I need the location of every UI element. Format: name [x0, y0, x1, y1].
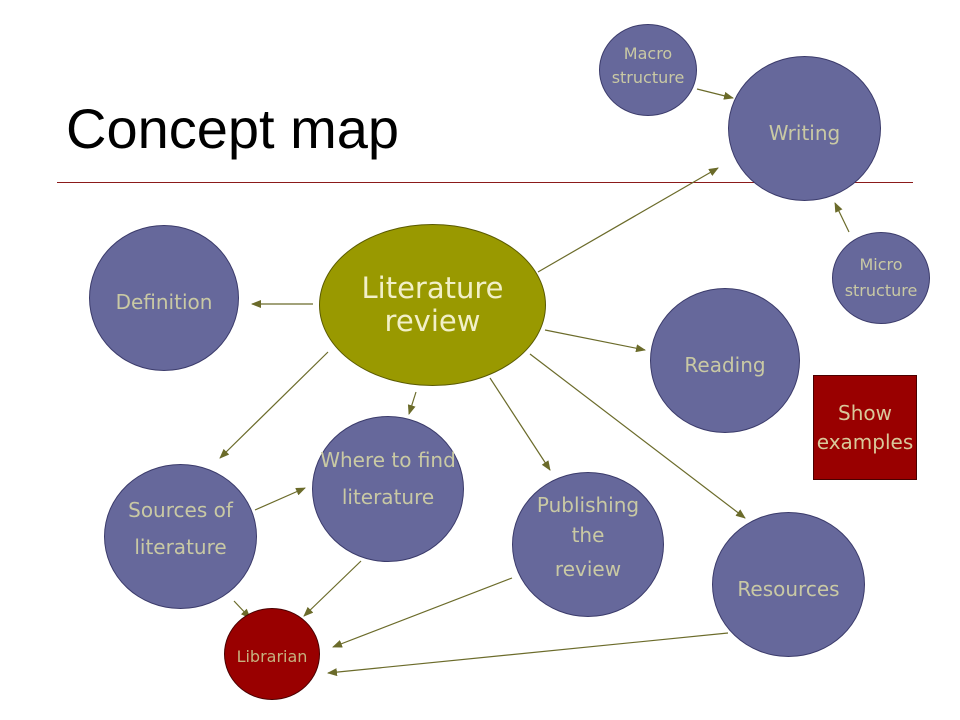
arrow-sources-to-where: [254, 487, 306, 511]
arrow-review-to-publishing: [489, 377, 551, 471]
node-definition: Definition: [89, 225, 239, 371]
arrow-review-to-writing: [537, 167, 719, 273]
arrow-review-to-where: [407, 391, 417, 415]
arrow-review-to-resources: [529, 353, 746, 519]
node-literature-review: Literature review: [319, 224, 546, 386]
node-micro-structure: Micro structure: [832, 232, 930, 324]
node-where-to-find-literature: Where to find literature: [312, 416, 464, 562]
page-title: Concept map: [66, 97, 400, 160]
arrow-resources-to-librarian: [327, 632, 729, 677]
arrow-review-to-reading: [544, 329, 646, 353]
arrow-publishing-to-librarian: [332, 577, 513, 648]
show-examples-button[interactable]: Show examples: [813, 375, 917, 480]
title-divider: [57, 182, 913, 183]
node-resources: Resources: [712, 512, 865, 657]
node-reading: Reading: [650, 288, 800, 433]
arrow-review-to-sources: [219, 351, 329, 459]
node-publishing-the-review: Publishing the review: [512, 472, 664, 617]
arrow-where-to-librarian: [303, 560, 362, 617]
node-writing: Writing: [728, 56, 881, 201]
node-macro-structure: Macro structure: [599, 24, 697, 116]
arrow-macro-to-writing: [696, 88, 734, 100]
node-sources-of-literature: Sources of literature: [104, 464, 257, 609]
node-librarian: Librarian: [224, 608, 320, 700]
arrow-micro-to-writing: [834, 202, 850, 233]
